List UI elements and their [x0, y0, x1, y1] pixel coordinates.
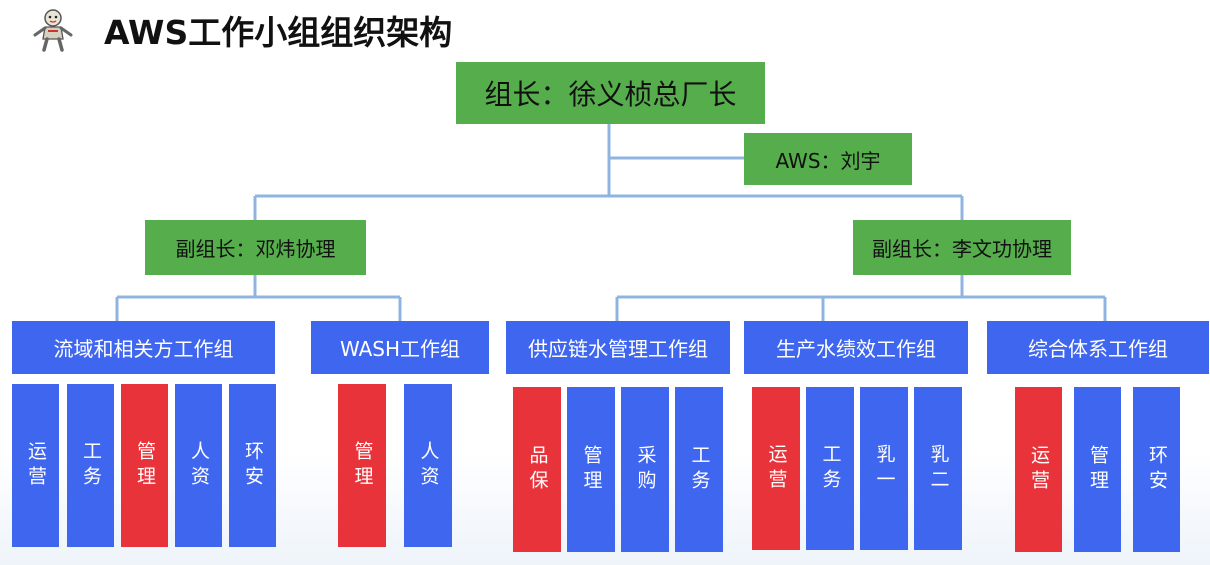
- group-header-1: 流域和相关方工作组: [12, 321, 275, 374]
- member-label: 采购: [634, 444, 657, 495]
- member-label: 运营: [765, 443, 788, 494]
- member-label: 环安: [1146, 444, 1168, 495]
- leader-box: 组长：徐义桢总厂长: [456, 62, 765, 124]
- member-box: 环安: [229, 384, 276, 547]
- leader-label: 组长：徐义桢总厂长: [484, 78, 737, 111]
- aws-box: AWS：刘宇: [744, 133, 912, 185]
- member-label: 品保: [526, 444, 549, 495]
- group-label: WASH工作组: [339, 337, 461, 361]
- title-row: AWS工作小组组织架构: [30, 4, 452, 56]
- member-box: 管理: [1074, 387, 1121, 552]
- group-label: 生产水绩效工作组: [776, 337, 936, 361]
- deputy-label: 副组长：邓炜协理: [175, 237, 336, 261]
- member-box: 人资: [404, 384, 452, 547]
- doll-icon: [33, 9, 73, 52]
- member-box: 环安: [1133, 387, 1180, 552]
- group-label: 供应链水管理工作组: [528, 337, 708, 361]
- deputy-label: 副组长：李文功协理: [872, 237, 1052, 261]
- member-box: 管理: [567, 387, 615, 552]
- deputy-box-right: 副组长：李文功协理: [853, 220, 1071, 275]
- member-box: 品保: [513, 387, 561, 552]
- group-label: 综合体系工作组: [1028, 337, 1168, 361]
- member-box: 管理: [121, 384, 168, 547]
- member-label: 人资: [188, 440, 210, 491]
- page-title: AWS工作小组组织架构: [104, 13, 453, 52]
- member-label: 运营: [1028, 444, 1050, 495]
- member-box: 乳二: [914, 387, 962, 550]
- group-header-4: 生产水绩效工作组: [744, 321, 968, 374]
- deputy-box-left: 副组长：邓炜协理: [145, 220, 366, 275]
- member-label: 管理: [1087, 444, 1109, 495]
- member-label: 乳一: [873, 443, 896, 494]
- member-box: 运营: [1015, 387, 1062, 552]
- group-header-5: 综合体系工作组: [987, 321, 1209, 374]
- member-box: 工务: [806, 387, 854, 550]
- member-label: 运营: [25, 440, 47, 491]
- member-box: 采购: [621, 387, 669, 552]
- group-header-3: 供应链水管理工作组: [506, 321, 730, 374]
- member-label: 乳二: [927, 443, 950, 494]
- member-box: 管理: [338, 384, 386, 547]
- member-label: 工务: [80, 440, 102, 491]
- member-box: 乳一: [860, 387, 908, 550]
- member-box: 工务: [675, 387, 723, 552]
- member-label: 管理: [580, 444, 603, 495]
- member-box: 工务: [67, 384, 114, 547]
- group-header-2: WASH工作组: [311, 321, 489, 374]
- member-box: 运营: [752, 387, 800, 550]
- aws-label: AWS：刘宇: [775, 148, 881, 173]
- member-label: 环安: [242, 440, 264, 491]
- member-box: 人资: [175, 384, 222, 547]
- member-label: 人资: [417, 440, 440, 491]
- member-label: 工务: [688, 444, 711, 495]
- member-label: 管理: [351, 440, 374, 491]
- member-box: 运营: [12, 384, 59, 547]
- group-label: 流域和相关方工作组: [53, 337, 234, 361]
- member-label: 管理: [134, 440, 156, 491]
- member-label: 工务: [819, 443, 842, 494]
